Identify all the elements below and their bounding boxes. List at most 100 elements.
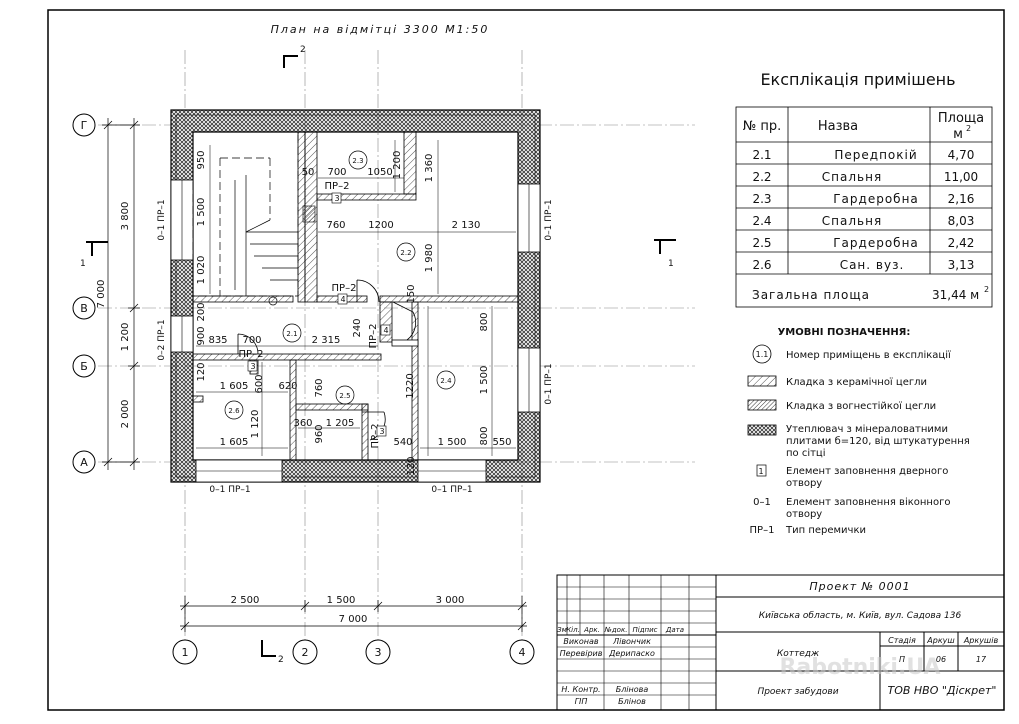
svg-text:Гардеробна: Гардеробна bbox=[833, 236, 919, 250]
lintel-pr2-e: ПР–2 bbox=[370, 424, 381, 449]
svg-text:06: 06 bbox=[936, 655, 946, 664]
table-row: 2.5 Гардеробна 2,42 bbox=[752, 236, 974, 250]
axis-label-v: В bbox=[80, 302, 88, 315]
table-row: 2.4 Спальня 8,03 bbox=[752, 214, 974, 228]
dim-1605b: 1 605 bbox=[220, 437, 249, 448]
stamp-sheet-name: Проект забудови bbox=[757, 687, 838, 697]
window-label-left-2: 0–2 ПР–1 bbox=[157, 319, 167, 360]
table-row: 2.2 Спальня 11,00 bbox=[752, 170, 978, 184]
svg-text:Аркуш: Аркуш bbox=[926, 636, 955, 645]
dim-left-1200: 1 200 bbox=[120, 323, 131, 352]
legend-sym-lintel: ПР–1 bbox=[750, 525, 775, 536]
dim-150: 150 bbox=[406, 284, 417, 303]
dim-1020: 1 020 bbox=[196, 256, 207, 285]
section-label-right: 1 bbox=[668, 259, 674, 269]
svg-text:Дата: Дата bbox=[665, 626, 684, 634]
door-element-boxes bbox=[247, 192, 391, 437]
dim-bot-7000: 7 000 bbox=[339, 614, 368, 625]
axis-label-3: 3 bbox=[375, 646, 382, 659]
dim-1120: 1 120 bbox=[250, 410, 261, 439]
dim-left-3800: 3 800 bbox=[120, 202, 131, 231]
legend-text-window-2: отвору bbox=[786, 509, 822, 520]
legend-text-ceramic: Кладка з керамічної цегли bbox=[786, 376, 927, 388]
dim-1500b: 1 500 bbox=[479, 366, 490, 395]
door-num-3a: 3 bbox=[334, 194, 339, 203]
stamp-people: Виконав Лівончик Перевірив Дерипаско Н. … bbox=[560, 637, 655, 706]
dim-bot-1500: 1 500 bbox=[327, 595, 356, 606]
svg-text:Передпокій: Передпокій bbox=[834, 148, 917, 162]
stamp-col-heads: Зм Кіл. Арк. №док. Підпис Дата bbox=[557, 626, 684, 634]
dim-left-2000: 2 000 bbox=[120, 400, 131, 429]
window-label-left-1: 0–1 ПР–1 bbox=[157, 199, 167, 240]
section-label-left: 1 bbox=[80, 259, 86, 269]
legend-text-insulation-2: плитами б=120, від штукатурення bbox=[786, 435, 970, 447]
dim-1050: 1050 bbox=[367, 167, 392, 178]
legend-text-insulation-3: по сітці bbox=[786, 447, 826, 459]
legend-sym-door: 1 bbox=[758, 467, 763, 476]
dim-bot-3000: 3 000 bbox=[436, 595, 465, 606]
door-num-3c: 3 bbox=[379, 427, 384, 436]
axis-label-g: Г bbox=[81, 119, 88, 132]
svg-text:П: П bbox=[899, 655, 905, 664]
room-number-2-5: 2.5 bbox=[339, 392, 350, 400]
dim-120a: 120 bbox=[196, 362, 207, 381]
dim-835: 835 bbox=[208, 335, 227, 346]
svg-text:2.5: 2.5 bbox=[752, 236, 771, 250]
svg-text:Кіл.: Кіл. bbox=[566, 626, 580, 634]
legend-sym-room: 1.1 bbox=[756, 350, 769, 359]
dim-1980: 1 980 bbox=[424, 244, 435, 273]
dim-1360: 1 360 bbox=[424, 154, 435, 183]
lintel-pr2-d: ПР–2 bbox=[239, 349, 264, 360]
lintel-pr2-b: ПР–2 bbox=[332, 283, 357, 294]
legend-text-window-1: Елемент заповнення віконного bbox=[786, 496, 950, 508]
door-element-numbers: 3 4 4 3 3 bbox=[250, 194, 388, 436]
window-label-right-2: 0–1 ПР–1 bbox=[544, 363, 554, 404]
svg-text:4,70: 4,70 bbox=[948, 148, 975, 162]
door-swings bbox=[237, 279, 417, 441]
legend-sym-window: 0–1 bbox=[753, 497, 771, 508]
legend-swatch-fireproof bbox=[747, 399, 777, 411]
legend-swatch-ceramic bbox=[747, 375, 777, 387]
dim-120b: 120 bbox=[406, 456, 417, 475]
legend-text-door-2: отвору bbox=[786, 478, 822, 489]
explication-rows: 2.1 Передпокій 4,70 2.2 Спальня 11,00 2.… bbox=[752, 148, 978, 272]
section-marks bbox=[86, 55, 676, 657]
door-num-4b: 4 bbox=[383, 326, 388, 335]
dim-left-7000: 7 000 bbox=[96, 280, 107, 309]
svg-text:3,13: 3,13 bbox=[948, 258, 975, 272]
svg-text:Аркушів: Аркушів bbox=[963, 636, 999, 645]
svg-text:Арк.: Арк. bbox=[583, 626, 600, 634]
table-row: 2.6 Сан. вуз. 3,13 bbox=[752, 258, 974, 272]
door-num-4a: 4 bbox=[340, 295, 345, 304]
explication-header-num: № пр. bbox=[743, 119, 782, 134]
svg-text:Зм: Зм bbox=[557, 626, 567, 634]
svg-text:Блінов: Блінов bbox=[618, 697, 646, 706]
axis-row-bubbles: Г В Б А bbox=[72, 113, 96, 474]
svg-text:8,03: 8,03 bbox=[948, 214, 975, 228]
dim-800b: 800 bbox=[479, 426, 490, 445]
watermark: Rabotniki.UA bbox=[779, 655, 940, 680]
svg-text:2.6: 2.6 bbox=[752, 258, 771, 272]
dim-200: 200 bbox=[196, 302, 207, 321]
svg-text:Дерипаско: Дерипаско bbox=[608, 649, 655, 658]
svg-text:Н. Контр.: Н. Контр. bbox=[561, 685, 600, 694]
room-number-2-6: 2.6 bbox=[228, 407, 240, 415]
dim-1200a: 1 200 bbox=[392, 151, 403, 180]
stamp-object: Коттедж bbox=[777, 649, 820, 659]
dim-2130: 2 130 bbox=[452, 220, 481, 231]
dim-760b: 760 bbox=[314, 378, 325, 397]
explication-total-label: Загальна площа bbox=[752, 288, 870, 302]
explication-header-area: Площа bbox=[938, 111, 984, 126]
svg-text:2.1: 2.1 bbox=[752, 148, 771, 162]
svg-text:Блінова: Блінова bbox=[616, 685, 649, 694]
dim-1605a: 1 605 bbox=[220, 381, 249, 392]
dim-1500c: 1 500 bbox=[438, 437, 467, 448]
staircase bbox=[192, 131, 299, 306]
dim-950: 950 bbox=[196, 150, 207, 169]
dim-540: 540 bbox=[393, 437, 412, 448]
explication-title: Експлікація примішень bbox=[760, 70, 955, 89]
legend-text-door-1: Елемент заповнення дверного bbox=[786, 466, 948, 477]
explication-header-sup: 2 bbox=[966, 124, 971, 133]
axis-label-4: 4 bbox=[519, 646, 526, 659]
